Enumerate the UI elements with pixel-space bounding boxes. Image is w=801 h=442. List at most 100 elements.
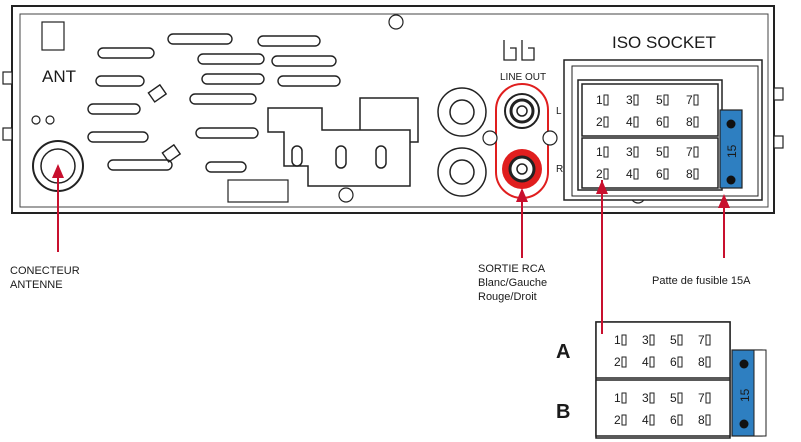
detail-a-pin-2: 2 <box>614 355 621 369</box>
pin-slot-icon <box>663 94 669 106</box>
pin-slot-icon <box>705 356 711 368</box>
pin-slot-icon <box>677 356 683 368</box>
detail-b-pin-2: 2 <box>614 413 621 427</box>
pin-slot-icon <box>677 392 683 404</box>
pin-slot-icon <box>633 116 639 128</box>
pin-slot-icon <box>649 334 655 346</box>
detail-b-pin-5: 5 <box>670 391 677 405</box>
pin-slot-icon <box>633 168 639 180</box>
iso-b-pin-6: 6 <box>656 167 663 181</box>
pin-slot-icon <box>663 168 669 180</box>
pin-slot-icon <box>677 414 683 426</box>
pin-slot-icon <box>693 116 699 128</box>
antenna-callout-line2: ANTENNE <box>10 279 63 291</box>
iso-b-pin-2: 2 <box>596 167 603 181</box>
pin-slot-icon <box>603 94 609 106</box>
circular-vents <box>437 87 487 197</box>
line-out-area: LINE OUT L R <box>482 40 563 199</box>
pin-slot-icon <box>693 94 699 106</box>
detail-b-pin-6: 6 <box>670 413 677 427</box>
antenna-callout: CONECTEUR ANTENNE <box>10 265 80 291</box>
pin-slot-icon <box>603 146 609 158</box>
iso-a-pin-5: 5 <box>656 93 663 107</box>
heatsink-bracket <box>267 97 419 187</box>
detail-fuse-label: 15 <box>738 388 752 402</box>
pin-slot-icon <box>621 356 627 368</box>
fuse-label: 15 <box>725 144 739 158</box>
fuse-callout: Patte de fusible 15A <box>652 275 751 287</box>
iso-detail-view: 15 A B <box>556 321 767 439</box>
iso-socket-label: ISO SOCKET <box>612 33 716 52</box>
pin-slot-icon <box>649 414 655 426</box>
pin-slot-icon <box>705 392 711 404</box>
iso-a-pin-2: 2 <box>596 115 603 129</box>
detail-connector-b <box>595 379 731 437</box>
iso-b-pin-1: 1 <box>596 145 603 159</box>
iso-a-pin-7: 7 <box>686 93 693 107</box>
rca-left-jack-icon <box>504 93 540 129</box>
ant-label: ANT <box>42 67 76 86</box>
pin-slot-icon <box>603 116 609 128</box>
block-a-label: A <box>556 341 570 363</box>
ventilation-slots <box>87 33 341 173</box>
pin-slot-icon <box>705 414 711 426</box>
pin-slot-icon <box>633 94 639 106</box>
antenna-callout-line1: CONECTEUR <box>10 265 80 277</box>
pin-slot-icon <box>693 146 699 158</box>
rca-callout-line1: SORTIE RCA <box>478 263 546 275</box>
detail-b-pin-3: 3 <box>642 391 649 405</box>
rca-callout: SORTIE RCA Blanc/Gauche Rouge/Droit <box>478 263 547 303</box>
pin-slot-icon <box>621 414 627 426</box>
iso-connector-b <box>581 137 719 189</box>
pin-slot-icon <box>649 392 655 404</box>
detail-b-pin-8: 8 <box>698 413 705 427</box>
iso-b-pin-5: 5 <box>656 145 663 159</box>
antenna-arrow-icon <box>52 164 64 178</box>
rca-callout-line3: Rouge/Droit <box>478 291 537 303</box>
detail-a-pin-7: 7 <box>698 333 705 347</box>
detail-a-pin-6: 6 <box>670 355 677 369</box>
pin-slot-icon <box>621 334 627 346</box>
screw-hole-icon <box>31 115 41 125</box>
iso-a-pin-1: 1 <box>596 93 603 107</box>
screw-hole-icon <box>45 115 55 125</box>
pin-slot-icon <box>663 116 669 128</box>
pin-slot-icon <box>633 146 639 158</box>
pin-slot-icon <box>649 356 655 368</box>
rca-l-label: L <box>556 106 562 117</box>
detail-a-pin-8: 8 <box>698 355 705 369</box>
rca-right-jack-icon <box>502 149 542 189</box>
pin-slot-icon <box>663 146 669 158</box>
pin-slot-icon <box>621 392 627 404</box>
detail-a-pin-3: 3 <box>642 333 649 347</box>
iso-b-pin-3: 3 <box>626 145 633 159</box>
iso-a-pin-8: 8 <box>686 115 693 129</box>
iso-b-pin-8: 8 <box>686 167 693 181</box>
detail-a-pin-1: 1 <box>614 333 621 347</box>
pin-slot-icon <box>693 168 699 180</box>
fuse-holder <box>719 109 743 189</box>
iso-a-pin-4: 4 <box>626 115 633 129</box>
detail-b-pin-7: 7 <box>698 391 705 405</box>
detail-a-pin-4: 4 <box>642 355 649 369</box>
rca-arrow-icon <box>516 188 528 202</box>
fuse-arrow-icon <box>718 194 730 208</box>
line-out-label: LINE OUT <box>500 72 546 83</box>
detail-a-pin-5: 5 <box>670 333 677 347</box>
iso-a-pin-3: 3 <box>626 93 633 107</box>
block-b-label: B <box>556 401 570 423</box>
iso-b-pin-7: 7 <box>686 145 693 159</box>
iso-arrow-icon <box>596 180 608 194</box>
rca-callout-line2: Blanc/Gauche <box>478 277 547 289</box>
iso-socket: ISO SOCKET 15 <box>563 33 763 201</box>
iso-b-pin-4: 4 <box>626 167 633 181</box>
pin-slot-icon <box>603 168 609 180</box>
pin-slot-icon <box>705 334 711 346</box>
detail-connector-a <box>595 321 731 379</box>
iso-a-pin-6: 6 <box>656 115 663 129</box>
pointer-arrowheads <box>52 164 730 208</box>
detail-b-pin-1: 1 <box>614 391 621 405</box>
pin-slot-icon <box>677 334 683 346</box>
